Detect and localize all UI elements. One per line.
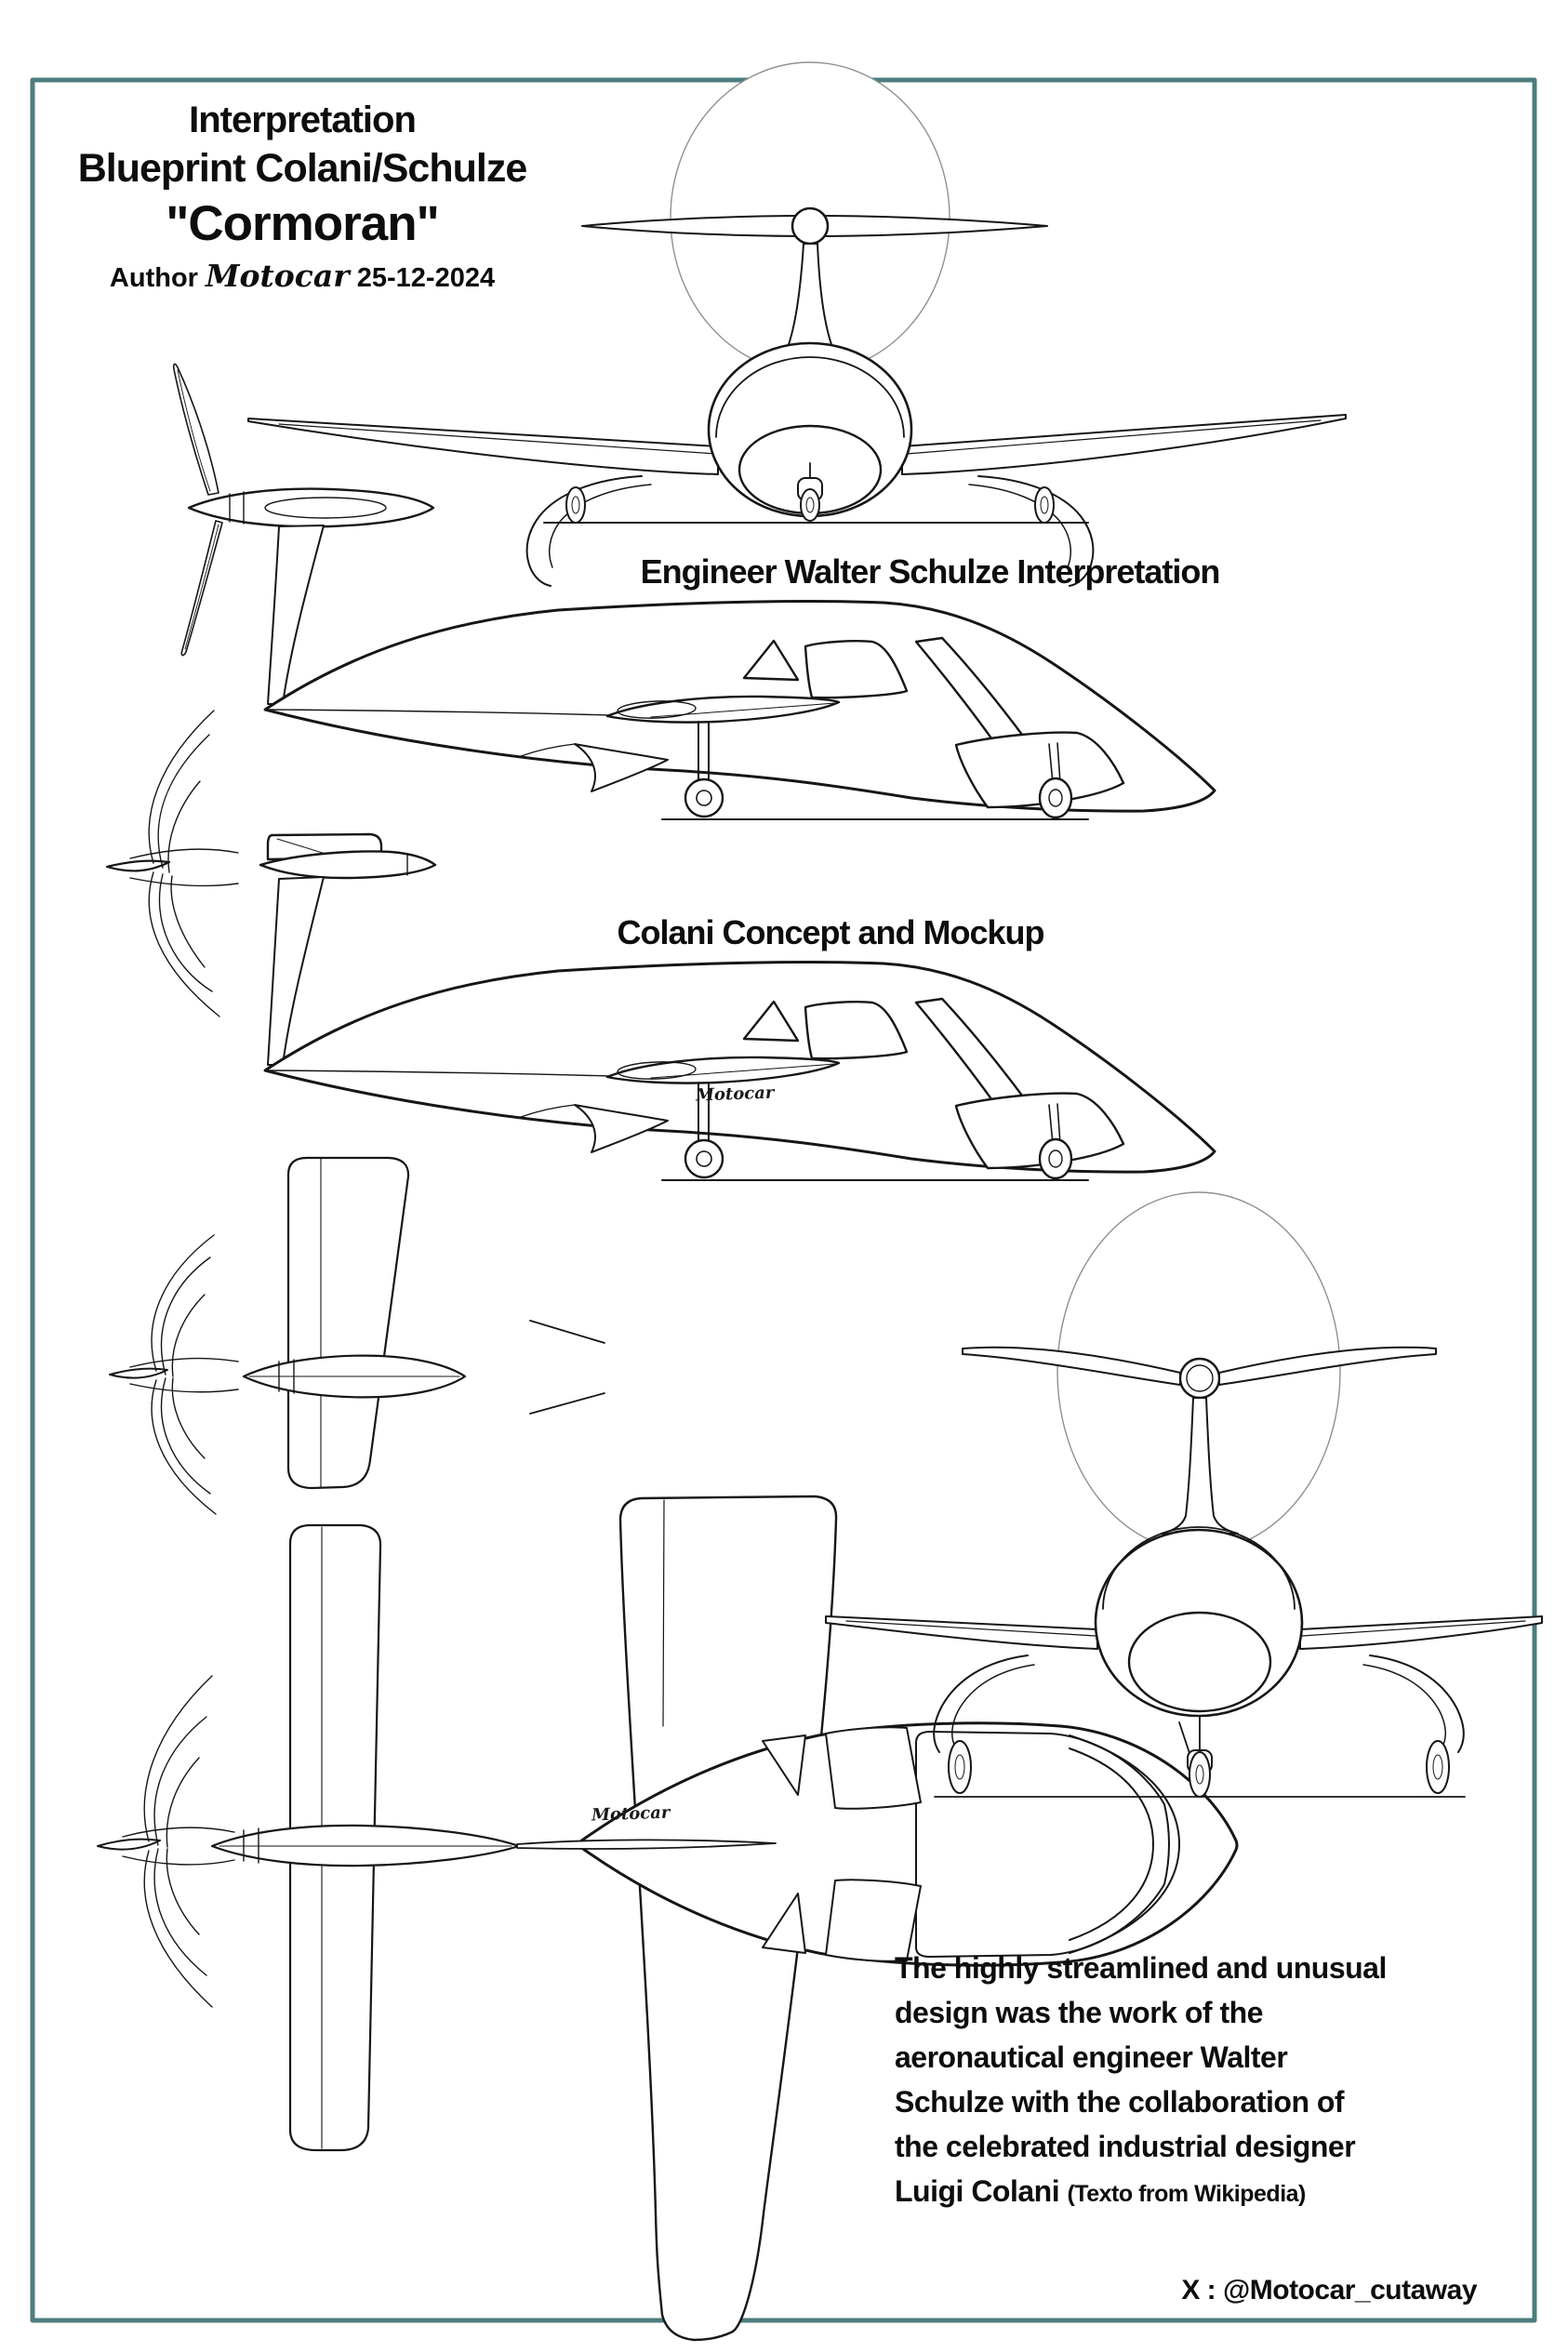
top-plan-view-body <box>97 1523 1239 2152</box>
right-wheel-hub <box>1040 496 1049 514</box>
rear-left-wheel <box>948 1740 972 1794</box>
plan-windshield-outer <box>1069 1734 1180 1954</box>
label-colani-view: Colani Concept and Mockup <box>617 913 1044 951</box>
rear-left-wing <box>825 1615 1098 1650</box>
x-handle: X : @Motocar_cutaway <box>1181 2275 1477 2305</box>
author-line: Author Motocar 25-12-2024 <box>51 258 553 297</box>
author-signature: Motocar <box>206 258 350 294</box>
schulze-pod-ticks <box>229 491 245 525</box>
left-wing-line <box>278 423 717 455</box>
designer-name: Luigi Colani <box>895 2174 1060 2208</box>
tail-ticks-right <box>529 1320 605 1415</box>
paragraph-line: the celebrated industrial designer <box>895 2130 1356 2163</box>
left-wheel-fairing <box>525 475 643 587</box>
colani-fin <box>267 876 325 1066</box>
schulze-prop-blade-upper <box>172 363 219 496</box>
paragraph-line: The highly streamlined and unusual <box>895 1951 1387 1985</box>
rear-canopy <box>1127 1611 1272 1713</box>
plan-wing-centerline <box>662 1499 665 1727</box>
plan-fin-spike <box>516 1839 777 1850</box>
plan-window-triangle-bottom <box>762 1893 806 1954</box>
rear-left-fairing <box>933 1654 1029 1753</box>
rear-nose-wheel <box>1189 1751 1211 1798</box>
label-schulze-view: Engineer Walter Schulze Interpretation <box>640 552 1221 591</box>
schulze-tail-pod-inner <box>264 497 387 519</box>
rear-right-fairing <box>1369 1654 1465 1753</box>
nose-wheel <box>800 488 820 522</box>
rear-fuselage-inner-rim <box>1102 1526 1296 1610</box>
rear-left-wheel-hub <box>954 1754 965 1780</box>
wikipedia-note: (Texto from Wikipedia) <box>1067 2181 1306 2207</box>
plan-windshield-inner <box>1069 1747 1154 1941</box>
left-wheel <box>565 486 586 524</box>
plan-spinner <box>97 1838 161 1851</box>
rear-left-wing-line <box>845 1620 1096 1637</box>
tail-prop-scimitar-plan <box>129 1234 239 1515</box>
plan-window-triangle-top <box>762 1734 806 1796</box>
plan-pod-ticks <box>243 1827 259 1864</box>
title-block: Interpretation Blueprint Colani/Schulze … <box>51 97 553 297</box>
title-line-2: Blueprint Colani/Schulze <box>77 146 528 191</box>
paragraph-line: design was the work of the <box>895 1996 1263 2029</box>
author-prefix: Author <box>109 263 198 293</box>
right-wheel-fairing <box>977 475 1095 587</box>
signature-plan-view: Motocar <box>591 1802 671 1826</box>
plan-fuselage <box>575 1721 1239 1967</box>
schulze-tail-pod <box>187 487 435 528</box>
signature-side-view: Motocar <box>695 1083 775 1106</box>
rear-left-fairing-inner <box>951 1664 1035 1749</box>
description-paragraph: The highly streamlined and unusual desig… <box>895 1946 1505 2216</box>
plan-window-quad-top <box>825 1726 922 1810</box>
rear-nose-gear-strut <box>1178 1715 1201 1757</box>
plan-window-quad-bottom <box>825 1879 922 1962</box>
title-line-1: Interpretation <box>189 100 417 140</box>
schulze-prop-blade-lower-line <box>184 524 219 650</box>
schulze-fin <box>267 525 325 705</box>
propeller-hub <box>791 206 830 246</box>
paragraph-line: aeronautical engineer Walter <box>895 2040 1288 2074</box>
right-wheel-fairing-inner <box>968 484 1072 568</box>
nose-wheel-hub <box>805 497 815 513</box>
left-wheel-hub <box>571 496 580 514</box>
paragraph-last-line: Luigi Colani (Texto from Wikipedia) <box>895 2169 1505 2216</box>
author-date: 25-12-2024 <box>356 263 496 293</box>
right-wing <box>901 414 1347 475</box>
left-wing <box>247 418 719 475</box>
schulze-prop-blade-upper-line <box>177 369 211 492</box>
front-view <box>247 61 1347 587</box>
rear-nose-wheel-hub <box>1195 1764 1204 1785</box>
schulze-airframe <box>263 600 1216 821</box>
rear-right-wheel-hub <box>1432 1754 1443 1780</box>
tailplane-plan <box>286 1156 410 1490</box>
colani-spinner <box>105 859 171 872</box>
rear-right-wheel <box>1426 1740 1450 1794</box>
colani-prop-scimitar <box>129 710 239 1017</box>
tail-spinner-plan <box>109 1367 168 1379</box>
plan-prop-scimitar <box>122 1675 235 2008</box>
title-line-3: "Cormoran" <box>166 196 440 251</box>
tail-top-view <box>109 1156 605 1515</box>
rear-hub-inner <box>1186 1364 1214 1392</box>
tail-pod-plan-ticks <box>278 1359 295 1394</box>
right-wing-line <box>906 419 1322 455</box>
plan-canopy <box>915 1731 1170 1958</box>
colani-airframe <box>263 961 1216 1182</box>
paragraph-line: Schulze with the collaboration of <box>895 2085 1345 2119</box>
rear-view <box>825 1191 1543 1798</box>
left-wheel-fairing-inner <box>548 484 652 568</box>
colani-side-view <box>105 710 437 1066</box>
right-wheel <box>1034 486 1055 524</box>
schulze-side-view <box>172 363 435 705</box>
fuselage-inner-rim <box>715 356 905 438</box>
rear-right-wing <box>1299 1615 1543 1650</box>
rear-right-wing-line <box>1301 1620 1526 1637</box>
rear-right-fairing-inner <box>1362 1664 1446 1749</box>
